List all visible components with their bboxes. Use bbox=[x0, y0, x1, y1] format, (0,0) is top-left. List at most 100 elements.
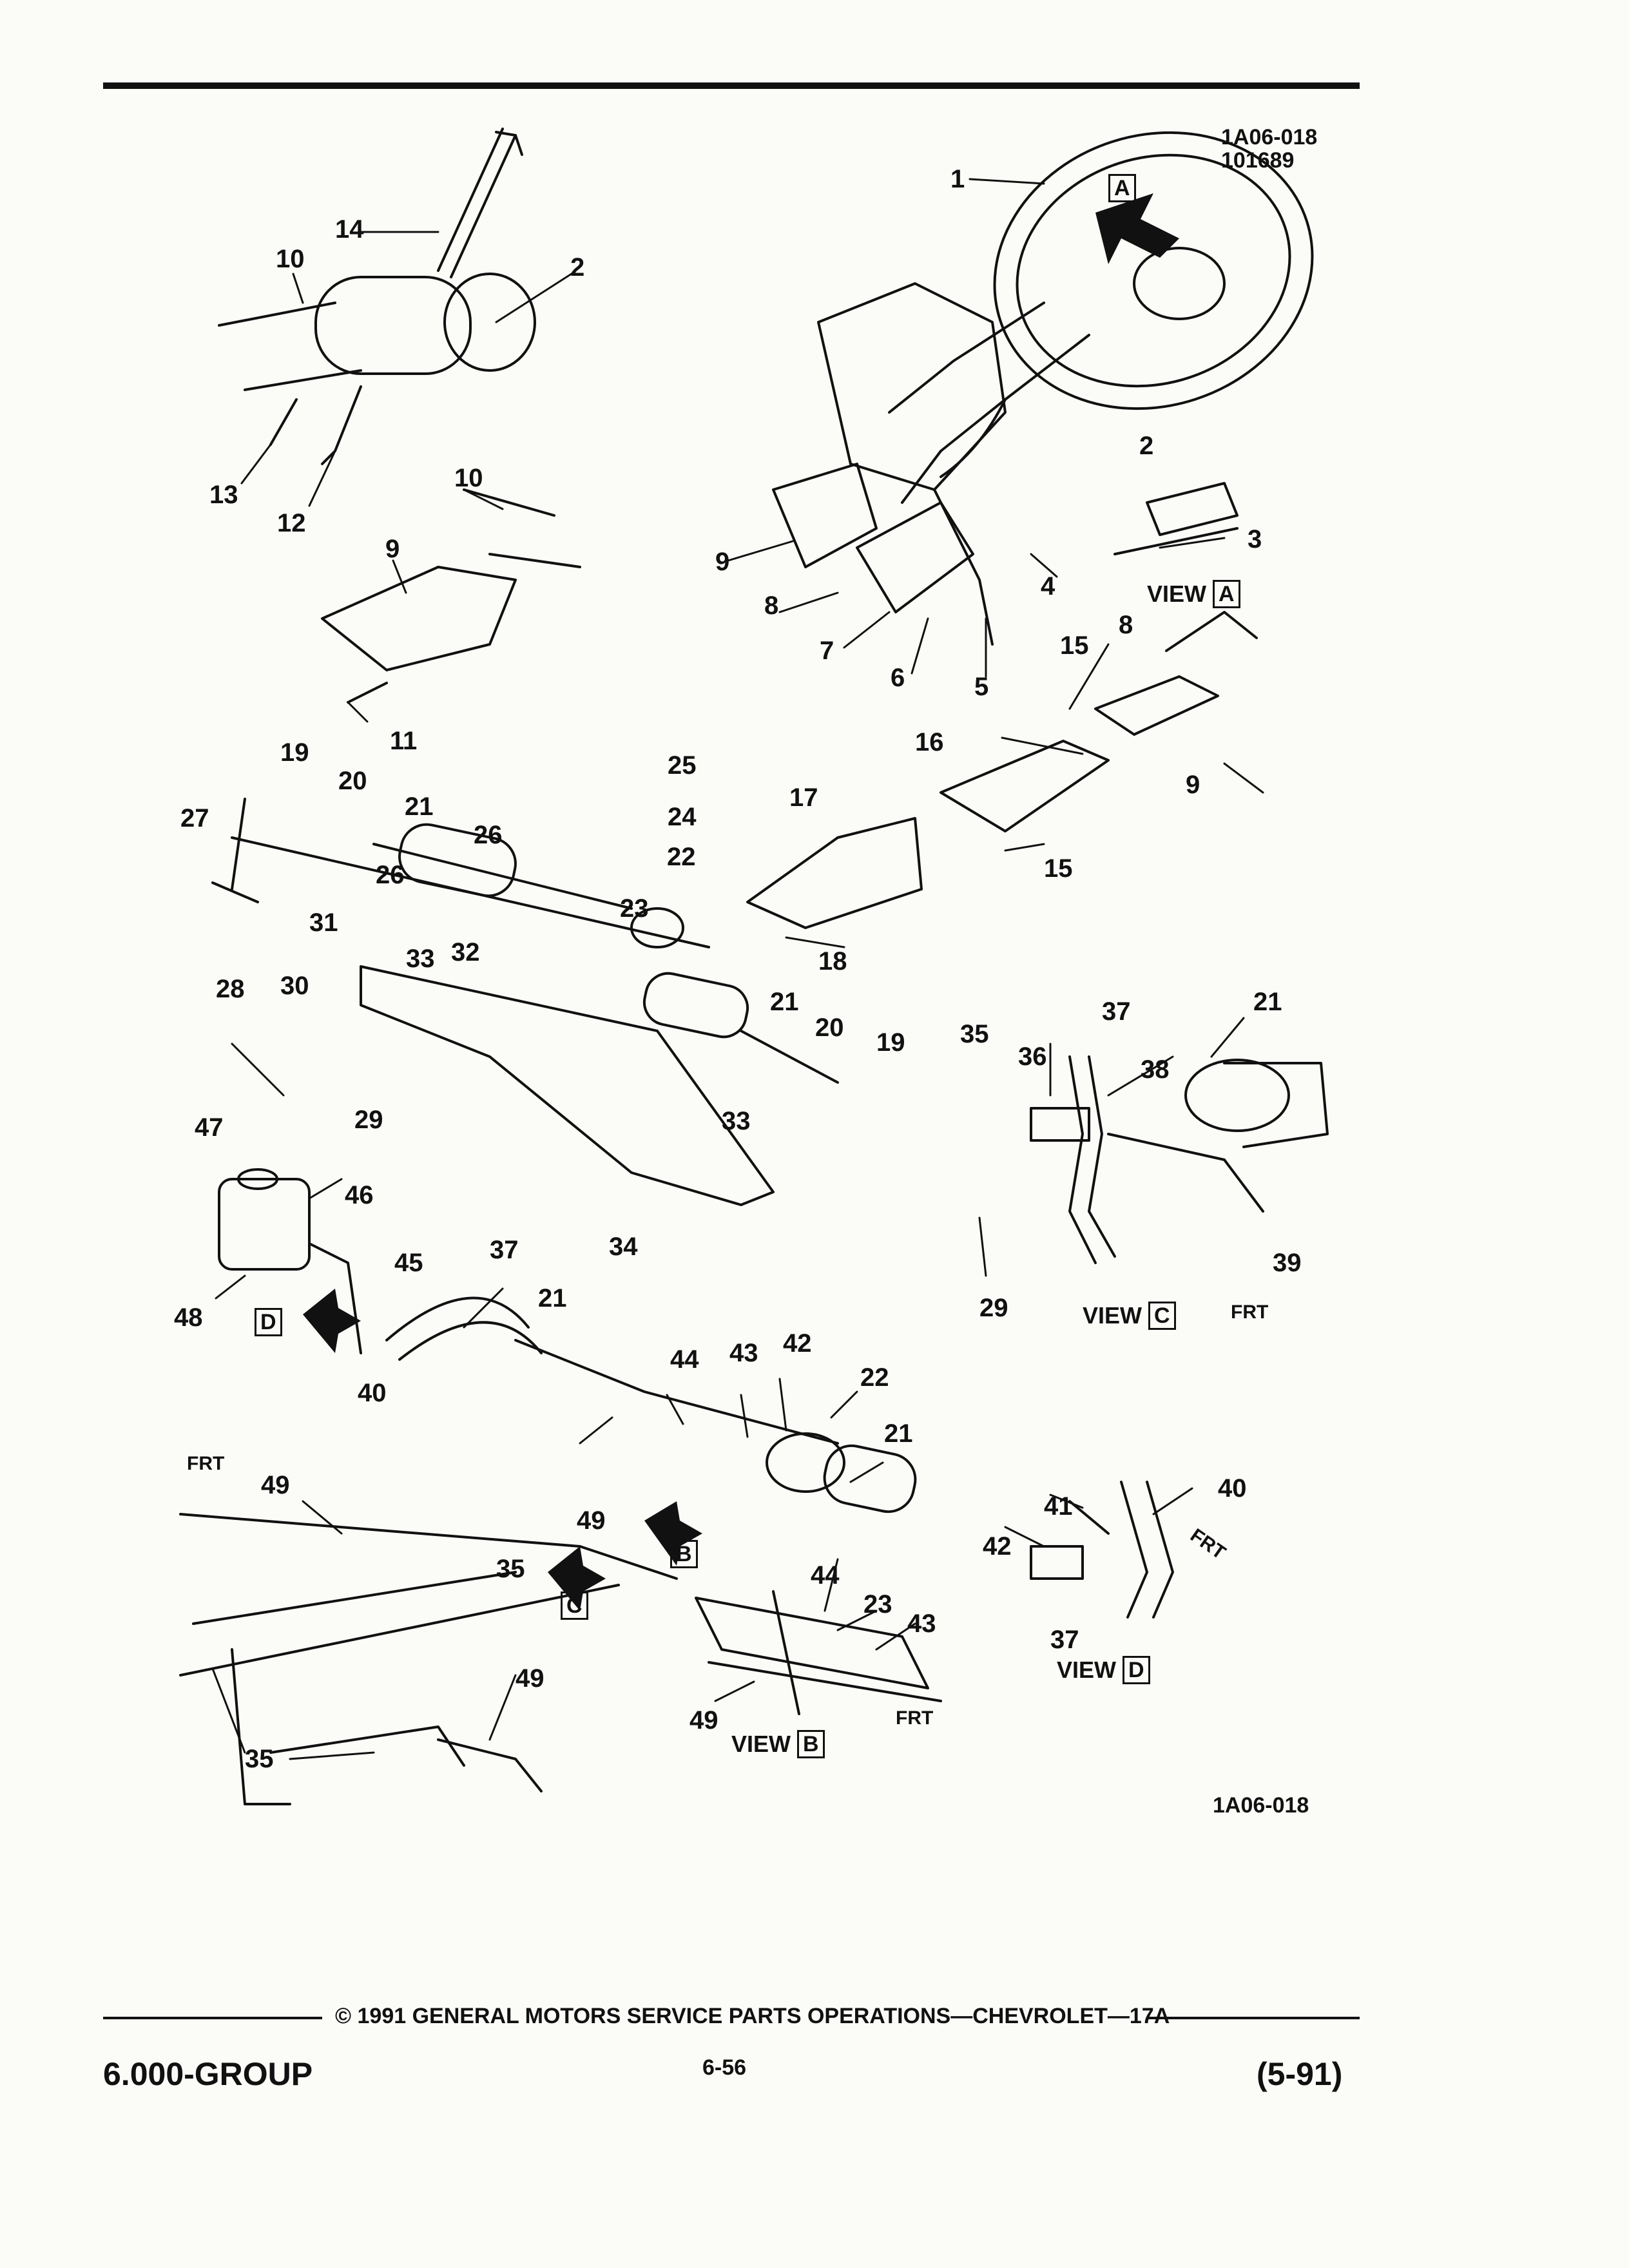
callout-37-hose: 37 bbox=[490, 1236, 519, 1264]
view-b-word: VIEW bbox=[731, 1731, 791, 1757]
view-a-arrow bbox=[1095, 193, 1179, 264]
arrow-b-letter: B bbox=[670, 1540, 698, 1568]
callout-35-bottom: 35 bbox=[245, 1745, 274, 1773]
callout-1: 1 bbox=[950, 165, 965, 193]
callout-5: 5 bbox=[974, 673, 989, 701]
callout-8-upper: 8 bbox=[1119, 611, 1133, 639]
callout-9-lower: 9 bbox=[1186, 771, 1200, 799]
callout-19-right: 19 bbox=[876, 1028, 905, 1057]
callout-11: 11 bbox=[390, 727, 418, 755]
view-c-illustration bbox=[1030, 1055, 1329, 1264]
leader-lines bbox=[211, 178, 1264, 1760]
callout-24: 24 bbox=[668, 803, 697, 831]
callout-8-right: 8 bbox=[764, 591, 779, 620]
callout-40-hose: 40 bbox=[358, 1379, 387, 1407]
callout-2-column: 2 bbox=[1139, 432, 1154, 460]
arrow-b-tag: B bbox=[670, 1540, 698, 1568]
callout-45: 45 bbox=[394, 1249, 423, 1277]
figure-code-top: 1A06-018 101689 bbox=[1221, 126, 1317, 172]
callout-37-view-c: 37 bbox=[1102, 997, 1131, 1026]
view-a-label: VIEW A bbox=[1147, 580, 1240, 608]
callout-10-mid: 10 bbox=[454, 464, 483, 492]
footer-rule-left bbox=[103, 2017, 322, 2019]
callout-17: 17 bbox=[789, 783, 818, 812]
arrow-a-tag: A bbox=[1108, 174, 1136, 202]
callout-32: 32 bbox=[451, 938, 480, 966]
column-right-illustration bbox=[772, 282, 1239, 646]
callout-49-view-b: 49 bbox=[689, 1706, 718, 1735]
callout-28: 28 bbox=[216, 975, 245, 1003]
top-rule bbox=[103, 82, 1360, 89]
footer-page-number: 6-56 bbox=[702, 2055, 747, 2080]
callout-16: 16 bbox=[915, 728, 944, 756]
callout-15-lower: 15 bbox=[1044, 854, 1073, 883]
callout-33-lower: 33 bbox=[722, 1107, 751, 1135]
callout-6: 6 bbox=[891, 664, 905, 692]
arrow-c-tag: C bbox=[561, 1591, 588, 1620]
callout-3: 3 bbox=[1248, 525, 1262, 553]
view-b-label: VIEW B bbox=[731, 1730, 825, 1758]
callout-29-left: 29 bbox=[354, 1106, 383, 1134]
callout-29-view-c: 29 bbox=[979, 1294, 1008, 1322]
footer-rule-right bbox=[1147, 2017, 1360, 2019]
figure-code-line2: 101689 bbox=[1221, 148, 1295, 173]
callout-26-upper: 26 bbox=[474, 821, 503, 849]
frt-marker-view-c: FRT bbox=[1231, 1302, 1269, 1323]
callout-30: 30 bbox=[280, 972, 309, 1000]
view-d-letter: D bbox=[1123, 1656, 1150, 1684]
view-c-label: VIEW C bbox=[1083, 1302, 1176, 1330]
view-d-label: VIEW D bbox=[1057, 1656, 1150, 1684]
callout-35-center: 35 bbox=[496, 1555, 525, 1583]
callout-19-left: 19 bbox=[280, 738, 309, 767]
view-d-arrow bbox=[303, 1289, 361, 1353]
footer-group-label: 6.000-GROUP bbox=[103, 2056, 313, 2092]
callout-10-top: 10 bbox=[276, 245, 305, 273]
callout-44-hose: 44 bbox=[670, 1345, 699, 1374]
callout-21-left: 21 bbox=[405, 793, 434, 821]
column-upper-left-illustration bbox=[218, 128, 536, 465]
callout-44-view-b: 44 bbox=[811, 1561, 840, 1590]
steering-wheel-illustration bbox=[888, 131, 1314, 504]
view-d-word: VIEW bbox=[1057, 1657, 1117, 1683]
arrow-c-letter: C bbox=[561, 1591, 588, 1620]
view-c-word: VIEW bbox=[1083, 1302, 1142, 1329]
callout-49-center: 49 bbox=[577, 1506, 606, 1535]
callout-22-upper: 22 bbox=[667, 843, 696, 871]
pump-hoses-illustration bbox=[179, 1168, 917, 1805]
callout-34: 34 bbox=[609, 1233, 638, 1261]
callout-27: 27 bbox=[180, 804, 209, 832]
callout-4: 4 bbox=[1041, 572, 1055, 601]
rack-gear-illustration bbox=[211, 798, 839, 1206]
callout-40-view-d: 40 bbox=[1218, 1474, 1247, 1503]
callout-21-hose: 21 bbox=[538, 1284, 567, 1312]
view-a-letter: A bbox=[1213, 580, 1240, 608]
callout-36: 36 bbox=[1018, 1043, 1047, 1071]
arrow-d-letter: D bbox=[255, 1308, 282, 1336]
footer-date: (5-91) bbox=[1257, 2056, 1343, 2092]
callout-37-view-d: 37 bbox=[1050, 1626, 1079, 1654]
callout-23-view-b: 23 bbox=[863, 1590, 892, 1619]
callout-38: 38 bbox=[1141, 1055, 1170, 1084]
callout-49-bottom: 49 bbox=[516, 1664, 545, 1693]
intermediate-shaft-illustration bbox=[746, 611, 1258, 929]
column-mid-illustration bbox=[321, 488, 581, 704]
callout-15-upper: 15 bbox=[1060, 631, 1089, 660]
callout-49-left: 49 bbox=[261, 1471, 290, 1499]
callout-7: 7 bbox=[820, 637, 834, 665]
callout-43-hose: 43 bbox=[729, 1339, 758, 1367]
callout-43-view-b: 43 bbox=[907, 1610, 936, 1638]
callout-31: 31 bbox=[309, 908, 338, 937]
direction-arrows bbox=[303, 193, 1179, 1611]
callout-2-upper: 2 bbox=[570, 253, 585, 282]
callout-47: 47 bbox=[195, 1113, 224, 1142]
callout-21-view-c: 21 bbox=[1253, 988, 1282, 1016]
callout-21-lower: 21 bbox=[884, 1419, 913, 1448]
callout-33-upper: 33 bbox=[406, 945, 435, 973]
callout-39: 39 bbox=[1273, 1249, 1302, 1277]
view-a-word: VIEW bbox=[1147, 581, 1207, 607]
callout-20-left: 20 bbox=[338, 767, 367, 795]
callout-9-mid: 9 bbox=[385, 535, 400, 563]
callout-22-lower: 22 bbox=[860, 1363, 889, 1392]
footer-copyright: © 1991 GENERAL MOTORS SERVICE PARTS OPER… bbox=[335, 2004, 1170, 2028]
